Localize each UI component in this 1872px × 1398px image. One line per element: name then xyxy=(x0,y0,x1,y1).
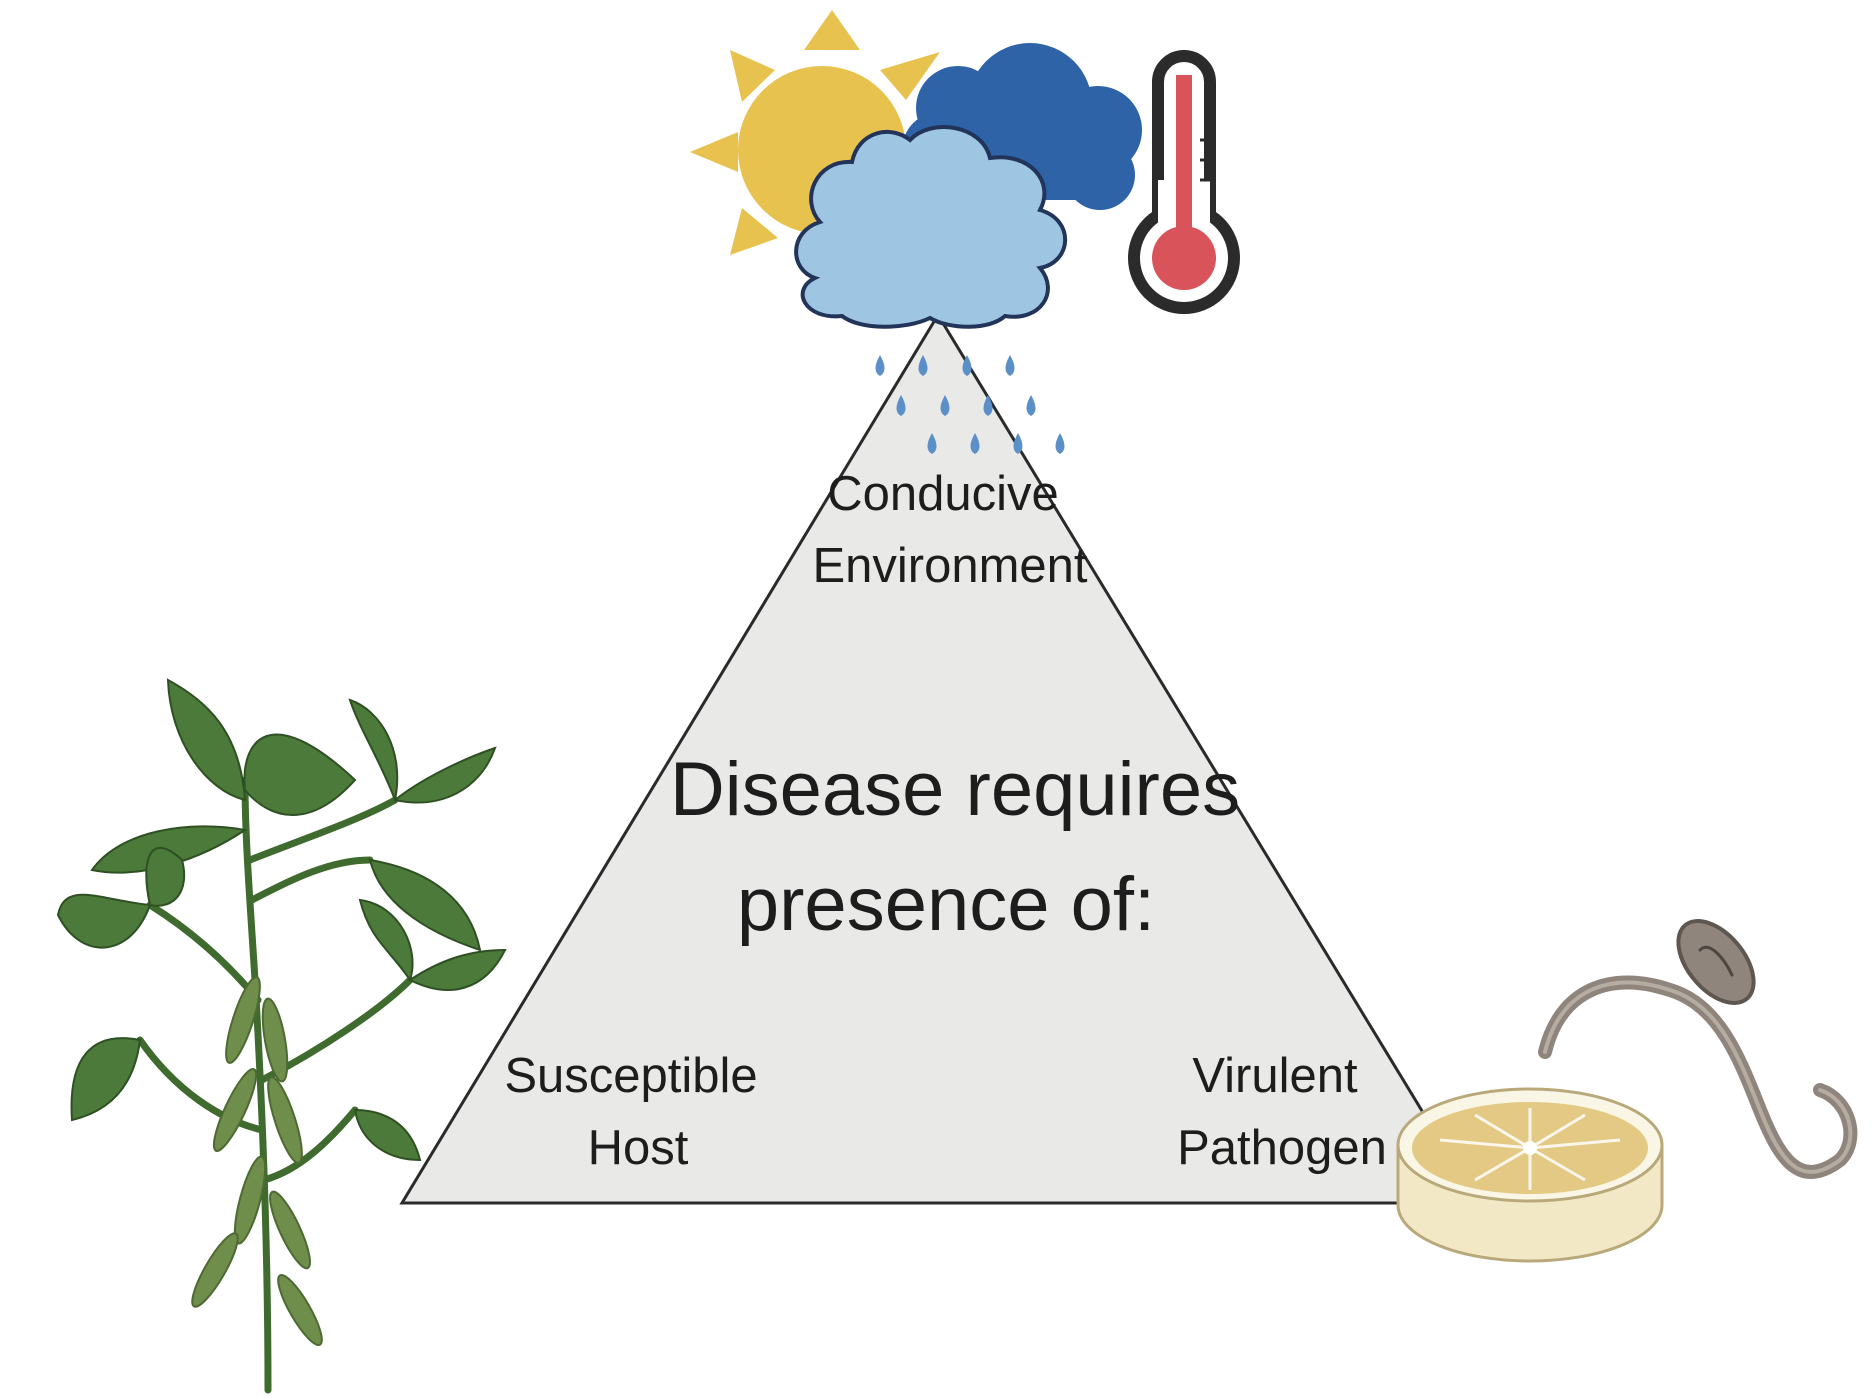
pathogen-label-line2: Pathogen xyxy=(1177,1121,1387,1175)
soybean-plant-icon xyxy=(56,678,507,1394)
environment-label-line2: Environment xyxy=(812,539,1087,593)
petri-dish-icon xyxy=(1396,1087,1664,1263)
host-label-line1: Susceptible xyxy=(504,1049,757,1103)
center-title-line2: presence of: xyxy=(737,862,1155,947)
light-cloud-icon xyxy=(794,125,1068,329)
thermometer-icon xyxy=(1128,50,1240,314)
disease-triangle xyxy=(399,312,1481,1205)
center-title-line1: Disease requires xyxy=(670,747,1240,832)
nematode-icon xyxy=(1538,919,1858,1179)
host-label-line2: Host xyxy=(588,1121,689,1175)
environment-label-line1: Conducive xyxy=(827,467,1059,521)
pathogen-label-line1: Virulent xyxy=(1192,1049,1358,1103)
raindrops-icon xyxy=(875,355,1065,454)
